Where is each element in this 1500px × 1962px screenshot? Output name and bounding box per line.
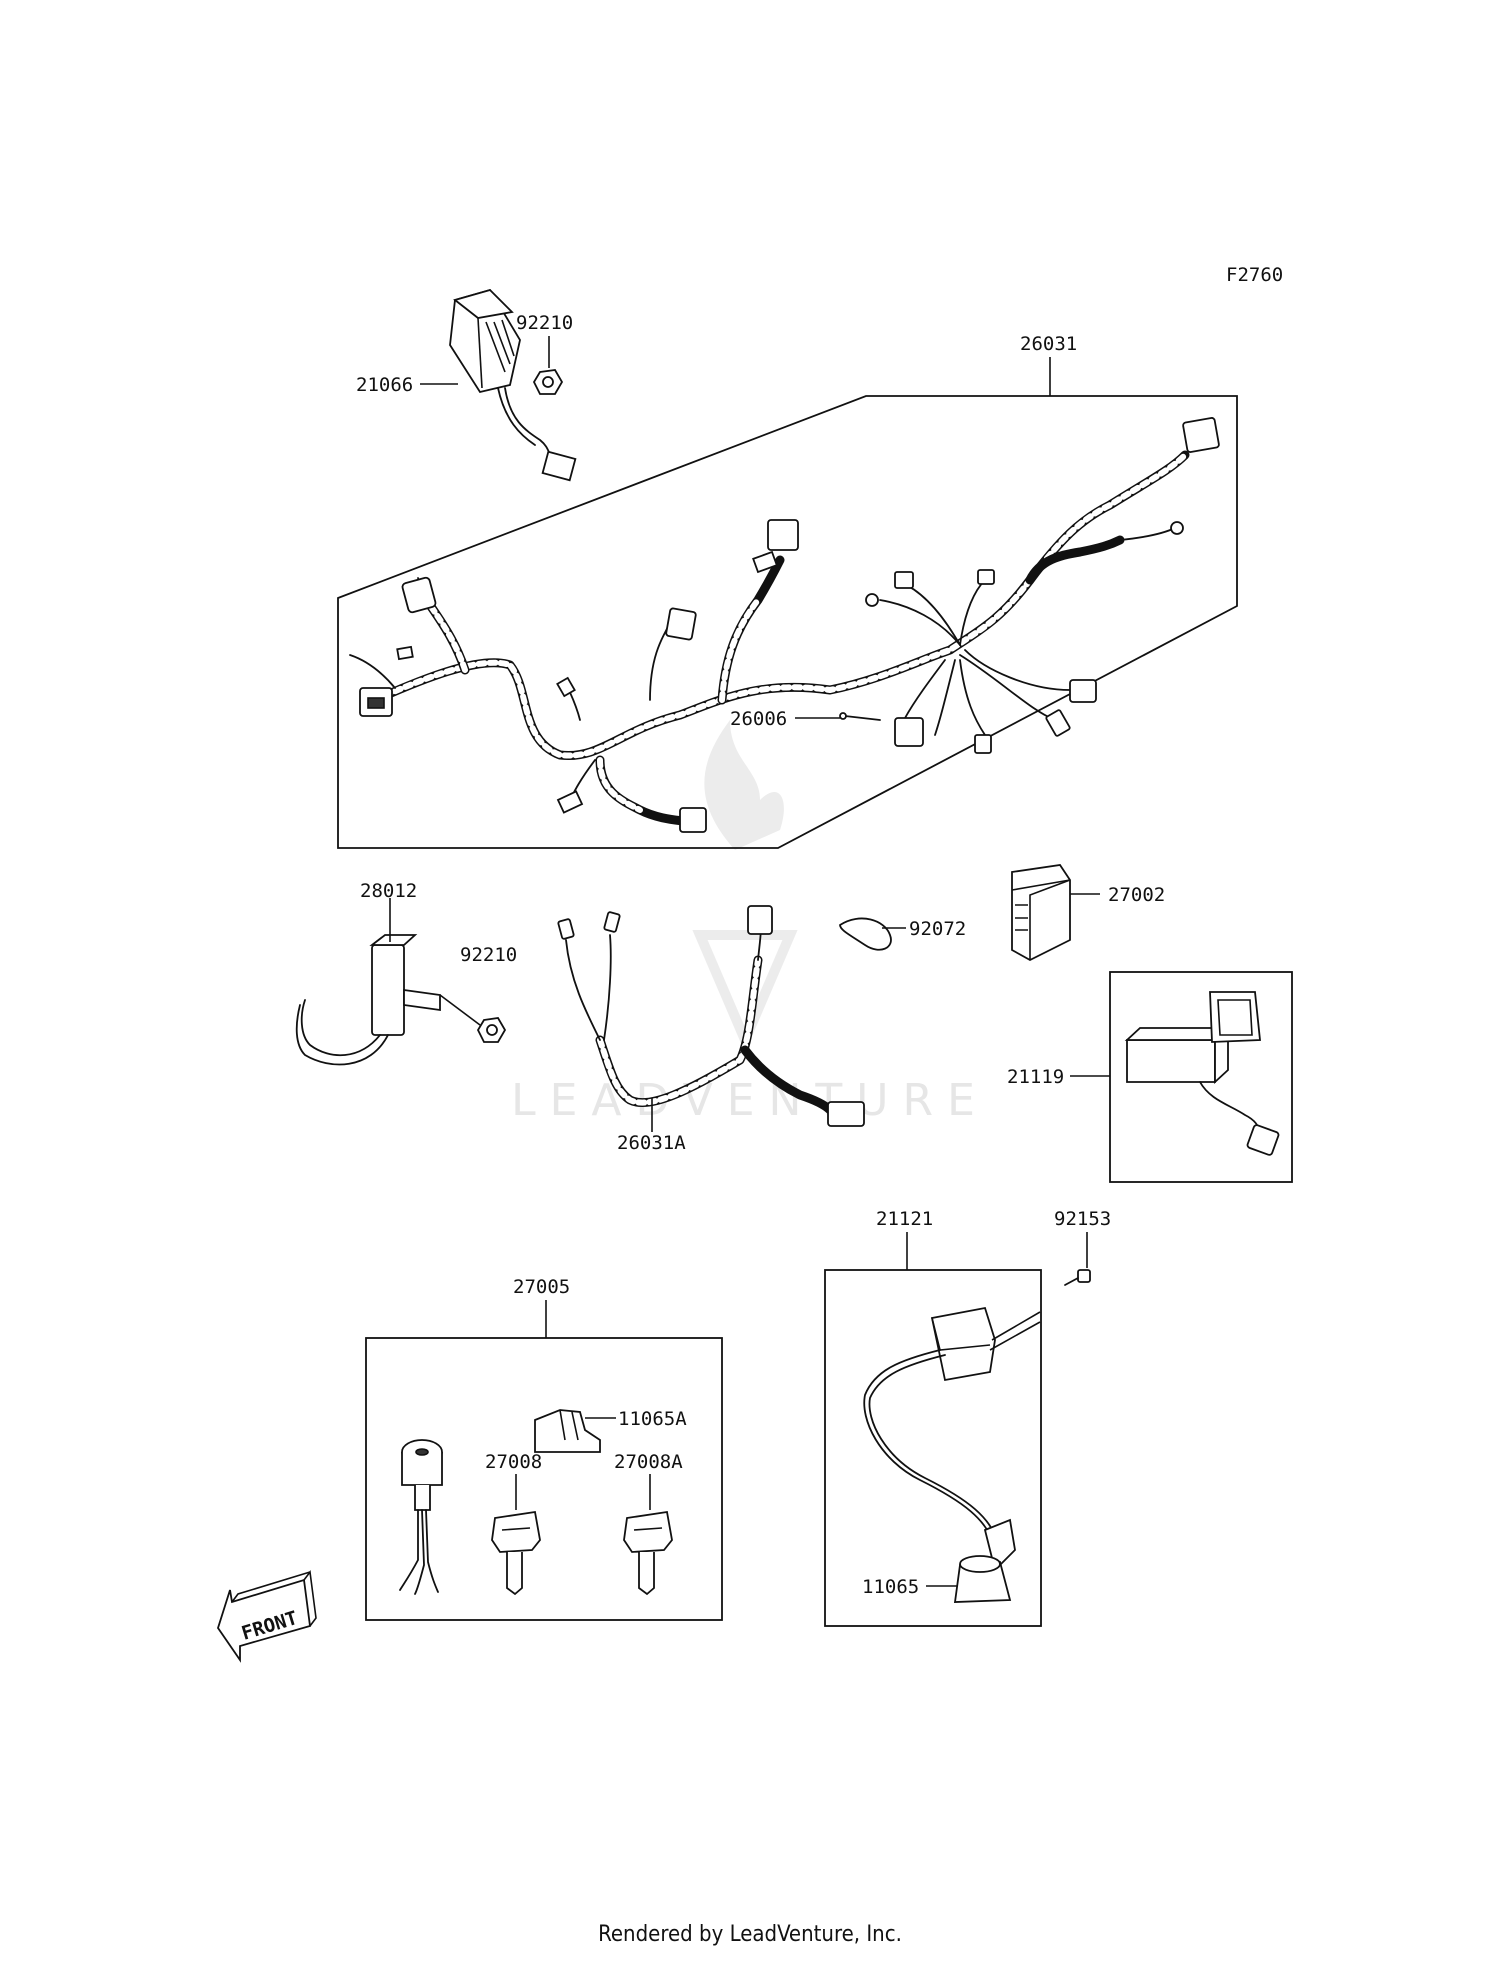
callout-26031: 26031 — [1020, 333, 1077, 355]
front-arrow: FRONT — [217, 1569, 317, 1663]
part-11065-cap[interactable] — [953, 1555, 1012, 1603]
part-21119-igniter[interactable] — [1124, 991, 1280, 1156]
callout-11065A: 11065A — [618, 1408, 687, 1430]
box-21121 — [824, 1269, 1042, 1627]
callout-21121: 21121 — [876, 1208, 933, 1230]
part-26031-main-harness[interactable] — [349, 417, 1220, 833]
part-27008-key[interactable] — [491, 1510, 541, 1596]
watermark-text: LEADVENTURE — [511, 1075, 989, 1126]
callout-27002: 27002 — [1108, 884, 1165, 906]
callout-11065: 11065 — [862, 1576, 919, 1598]
part-27002-relay[interactable] — [1011, 864, 1071, 962]
callout-27008: 27008 — [485, 1451, 542, 1473]
watermark: LEADVENTURE — [511, 720, 989, 1126]
figure-code: F2760 — [1226, 264, 1283, 286]
part-26006-clamp[interactable] — [839, 712, 881, 721]
part-21121-ignition-coil[interactable] — [863, 1306, 1041, 1572]
callout-92210-b: 92210 — [460, 944, 517, 966]
box-26031 — [337, 395, 1238, 849]
callout-92153: 92153 — [1054, 1208, 1111, 1230]
callout-28012: 28012 — [360, 880, 417, 902]
part-92210-nut-a[interactable] — [532, 369, 564, 395]
part-27008A-key[interactable] — [623, 1510, 673, 1596]
part-92072-band[interactable] — [839, 917, 892, 951]
part-92210-nut-b[interactable] — [476, 1017, 507, 1043]
callout-26006: 26006 — [730, 708, 787, 730]
part-26031A-sub-harness[interactable] — [557, 905, 865, 1127]
callout-26031A: 26031A — [617, 1132, 686, 1154]
part-21066-regulator[interactable] — [449, 288, 577, 482]
callout-92210-a: 92210 — [516, 312, 573, 334]
part-ignition-switch[interactable] — [399, 1439, 443, 1595]
callout-21066: 21066 — [356, 374, 413, 396]
callout-27008A: 27008A — [614, 1451, 683, 1473]
leader-92210-b — [439, 994, 481, 1026]
callout-92072: 92072 — [909, 918, 966, 940]
footer-credit: Rendered by LeadVenture, Inc. — [598, 1922, 902, 1947]
part-11065A-cap[interactable] — [534, 1409, 601, 1453]
box-21119 — [1109, 971, 1293, 1183]
box-27005 — [365, 1337, 723, 1621]
part-92153-bolt[interactable] — [1064, 1269, 1091, 1286]
callout-21119: 21119 — [1007, 1066, 1064, 1088]
callout-27005: 27005 — [513, 1276, 570, 1298]
part-28012-relay[interactable] — [295, 934, 441, 1066]
